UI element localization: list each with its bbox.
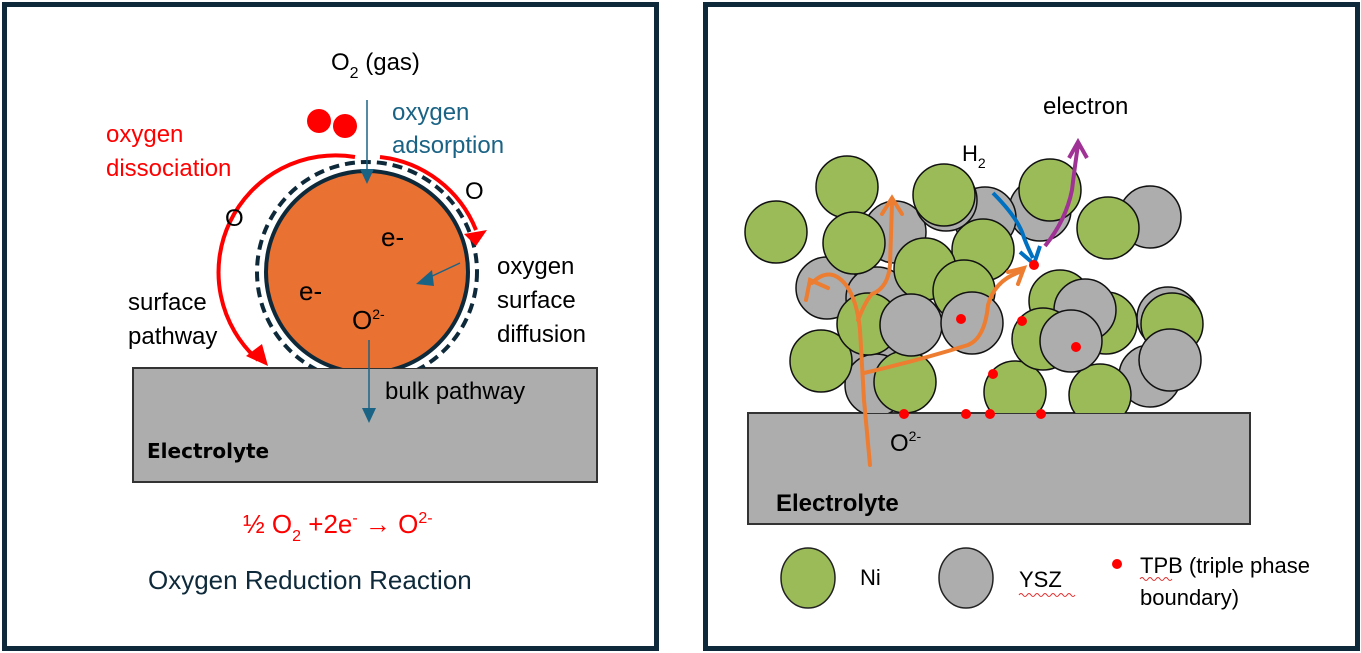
electrolyte-slab-left xyxy=(132,367,598,483)
oxide-particle xyxy=(264,169,470,368)
bulk-pathway-label: bulk pathway xyxy=(385,378,525,405)
tpb-point xyxy=(956,314,966,324)
oxide-ion-label: O2- xyxy=(352,305,385,335)
electron-label: e- xyxy=(299,276,322,306)
ni-particle xyxy=(822,211,886,275)
legend-tpb-label: TPB (triple phase boundary) xyxy=(1140,553,1316,610)
ni-particle xyxy=(789,329,853,393)
ni-particle xyxy=(1076,196,1140,260)
spellcheck-underline xyxy=(1139,577,1173,581)
ion-pathways xyxy=(810,201,1022,467)
surface-pathway-label: surface pathway xyxy=(128,289,217,350)
tpb-point xyxy=(1017,316,1027,326)
ni-particle xyxy=(983,360,1047,413)
arrowhead xyxy=(246,344,268,366)
ni-particle xyxy=(1018,158,1082,222)
gas-label: O2 (gas) xyxy=(331,49,420,82)
surface-diffusion-label: oxygen surface diffusion xyxy=(497,253,586,348)
atom-right-label: O xyxy=(465,178,484,205)
tpb-point xyxy=(961,409,971,419)
surface-pathway-arrow-left xyxy=(216,153,356,362)
electrolyte-slab-right xyxy=(747,412,1251,525)
electron-arrow xyxy=(1043,144,1080,248)
h2-label: H2 xyxy=(962,141,986,171)
caption: Oxygen Reduction Reaction xyxy=(148,565,472,595)
electrolyte-label: Electrolyte xyxy=(147,439,269,463)
arrowhead xyxy=(804,277,830,302)
tpb-point xyxy=(1029,260,1039,270)
tpb-point xyxy=(988,369,998,379)
h2-arrow xyxy=(991,191,1035,259)
oxygen-atom-icon xyxy=(307,109,331,133)
legend-ni-swatch xyxy=(780,547,836,609)
arrowhead xyxy=(362,408,376,423)
tpb-point xyxy=(985,409,995,419)
oxygen-atom-icon xyxy=(333,114,357,138)
electrolyte-label: Electrolyte xyxy=(776,490,899,517)
ni-particle xyxy=(873,350,937,413)
arrowhead xyxy=(416,270,434,286)
ysz-particle xyxy=(1039,309,1103,373)
atom-left-label: O xyxy=(225,205,244,232)
tpb-point xyxy=(1071,342,1081,352)
legend-ni-label: Ni xyxy=(860,565,881,590)
arrowhead xyxy=(464,230,487,246)
legend-tpb-swatch xyxy=(1112,559,1122,569)
tpb-point xyxy=(899,409,909,419)
spellcheck-underline xyxy=(1018,593,1076,597)
legend: Ni YSZ TPB (triple phase boundary) xyxy=(780,547,1316,610)
ni-particle xyxy=(1068,363,1132,413)
surface-diffusion-arrow xyxy=(427,262,461,279)
ysz-particle xyxy=(1138,328,1202,392)
tpb-point xyxy=(1036,409,1046,419)
arrowhead xyxy=(1067,137,1089,159)
ysz-particle xyxy=(879,293,943,357)
arrowhead xyxy=(360,169,374,184)
oxide-ion-label: O2- xyxy=(890,428,921,457)
surface-pathway-arrow-right xyxy=(379,155,478,231)
ni-particle xyxy=(815,155,879,219)
electron-label: e- xyxy=(381,222,404,252)
legend-ysz-label: YSZ xyxy=(1019,567,1062,592)
dissociation-label: oxygen dissociation xyxy=(106,121,231,182)
arrowhead xyxy=(880,194,904,216)
reaction-equation: ½ O2 +2e- → O2- xyxy=(243,509,433,545)
arrowhead xyxy=(1006,265,1028,286)
ni-particle xyxy=(744,200,808,264)
adsorption-label: oxygen adsorption xyxy=(392,99,504,159)
ni-particle xyxy=(912,163,976,227)
ion-path-branch-up xyxy=(856,201,894,322)
legend-ysz-swatch xyxy=(938,547,994,609)
ion-path-trunk xyxy=(810,272,872,467)
ion-path-branch-right xyxy=(862,270,1022,375)
electron-label: electron xyxy=(1043,93,1128,120)
